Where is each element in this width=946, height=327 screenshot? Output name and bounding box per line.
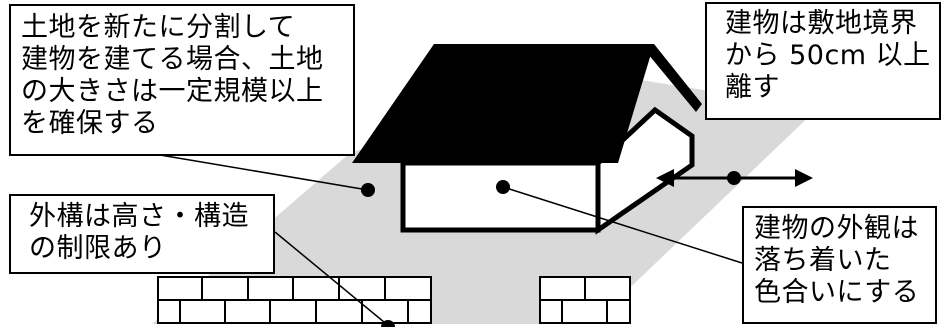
house (352, 44, 702, 235)
callout-boundary-distance: 建物は敷地境界 から 50cm 以上 離す (705, 2, 941, 120)
arrow-head-left (656, 169, 674, 187)
leader-fence (274, 231, 391, 327)
callout-exterior-color: 建物の外観は 落ち着いた 色合いにする (742, 206, 937, 324)
house-front-wall (400, 160, 601, 233)
house-roof (352, 44, 654, 163)
arrow-head-right (795, 169, 813, 187)
callout-fence-limit: 外構は高さ・構造 の制限あり (9, 194, 275, 274)
boundary-distance-arrow (656, 169, 813, 187)
leader-land (159, 154, 369, 191)
fence-marker-dot (381, 320, 395, 327)
boundary-marker-dot (727, 171, 741, 185)
house-gable-roof-edge (648, 44, 702, 112)
lot-marker-dot (361, 183, 375, 197)
leader-lines (159, 154, 743, 327)
leader-color (502, 186, 743, 264)
wall-marker-dot (496, 180, 510, 194)
callout-land-size: 土地を新たに分割して 建物を建てる場合、土地 の大きさは一定規模以上 を確保する (9, 4, 355, 156)
brick-fence-left (157, 276, 432, 324)
brick-fence-right (539, 276, 631, 324)
